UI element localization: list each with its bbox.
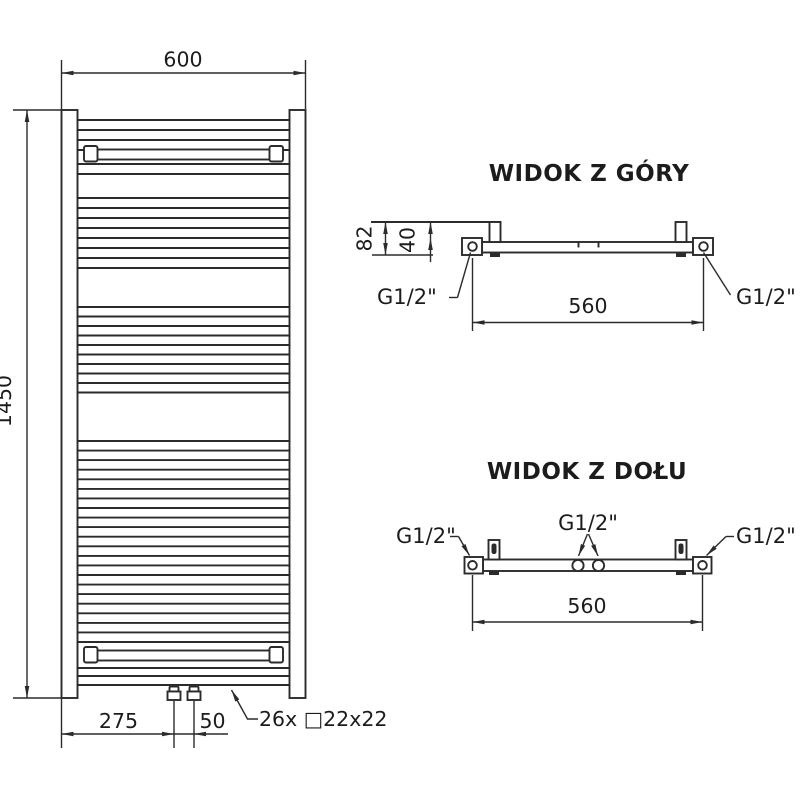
top-view-dimensions [372,222,732,331]
hanger-bar-bottom [83,646,284,664]
dim-offset-label: 275 [99,709,138,733]
thread-label-bottom-left: G1/2" [396,524,456,548]
wall-brackets [488,221,688,257]
tube-count-note: 26x □22x22 [259,707,387,731]
collector-bar [481,241,694,254]
thread-label-bottom-right: G1/2" [736,524,796,548]
dim-width-label: 600 [163,48,202,72]
tube-bank-2 [76,197,291,269]
dim-height-label: 1450 [0,375,16,427]
end-cap-left [463,556,484,575]
dim-span-top-label: 560 [568,294,607,318]
bottom-view [463,539,713,575]
thread-label-bottom-center: G1/2" [558,511,618,535]
front-view-dimensions [13,60,307,748]
thread-label-top-left: G1/2" [377,285,437,309]
tube-bank-3 [76,306,291,394]
center-connections [571,558,606,573]
dim-span-bottom-label: 560 [567,594,606,618]
left-rail [60,109,79,699]
dim-spacing-label: 50 [199,709,225,733]
top-view [371,221,714,257]
bottom-view-title: WIDOK Z DOŁU [487,459,687,485]
connection-nipples [166,685,202,701]
dim-depth-label: 82 [353,225,377,251]
top-view-title: WIDOK Z GÓRY [489,159,690,187]
hanger-bar-top [83,145,284,163]
right-rail [288,109,307,699]
tube-bank-1 [76,119,291,175]
collector-bar [482,558,694,572]
wall-brackets [487,539,688,575]
dim-wall-offset-label: 40 [396,227,420,253]
thread-label-top-right: G1/2" [736,285,796,309]
tube-bank-5 [76,667,291,686]
end-cap-right [692,556,713,575]
tube-bank-4 [76,440,291,643]
end-cap-left [461,237,483,256]
front-view [60,109,307,701]
end-cap-right [692,237,714,256]
bottom-view-dimensions [450,533,734,631]
